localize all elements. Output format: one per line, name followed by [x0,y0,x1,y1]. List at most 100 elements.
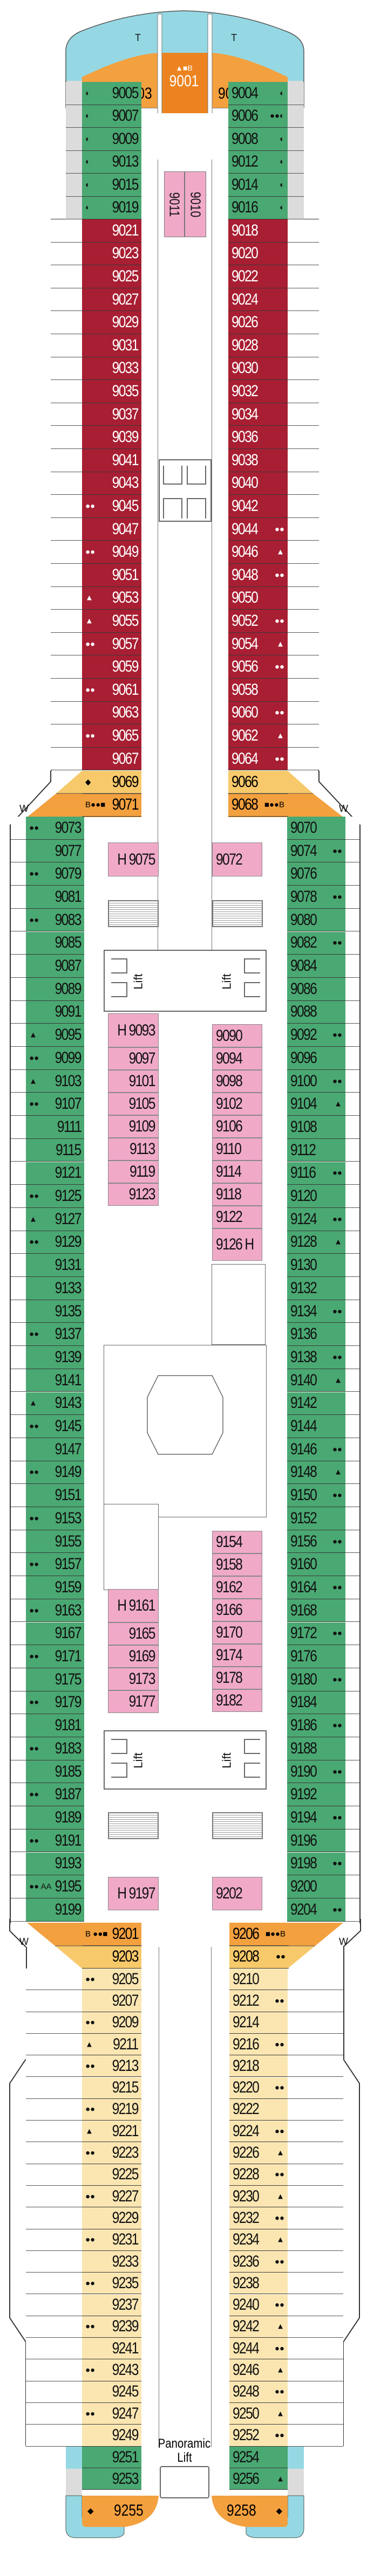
cabin-9223[interactable]: 9223●● [82,2142,141,2164]
cabin-9180[interactable]: 9180●● [287,1668,345,1691]
cabin-9133[interactable]: 9133 [26,1277,84,1300]
cabin-9062[interactable]: 9062▲ [228,724,288,748]
cabin-9058[interactable]: 9058 [228,679,288,702]
cabin-9199[interactable]: 9199 [26,1898,84,1922]
cabin-9040[interactable]: 9040 [228,472,288,495]
cabin-9185[interactable]: 9185 [26,1760,84,1784]
cabin-9152[interactable]: 9152 [287,1507,345,1530]
cabin-9144[interactable]: 9144 [287,1415,345,1438]
cabin-9227[interactable]: 9227●● [82,2186,141,2208]
cabin-9136[interactable]: 9136 [287,1323,345,1346]
cabin-9025[interactable]: 9025 [82,265,141,288]
cabin-9053[interactable]: 9053▲ [82,586,141,610]
cabin-9188[interactable]: 9188 [287,1737,345,1760]
cabin-9242[interactable]: 9242▲ [229,2316,288,2338]
cabin-9111[interactable]: 9111 [26,1116,84,1139]
cabin-9073[interactable]: 9073●● [26,817,84,840]
cabin-9238[interactable]: 9238 [229,2273,288,2295]
cabin-9024[interactable]: 9024 [228,288,288,312]
cabin-9027[interactable]: 9027 [82,288,141,312]
cabin-9118[interactable]: 9118 [212,1183,262,1206]
cabin-9170[interactable]: 9170 [212,1621,262,1644]
cabin-9082[interactable]: 9082●● [287,931,345,955]
cabin-9194[interactable]: 9194●● [287,1806,345,1829]
cabin-9107[interactable]: 9107●● [26,1093,84,1116]
cabin-9110[interactable]: 9110 [212,1138,262,1161]
cabin-9160[interactable]: 9160 [287,1553,345,1577]
cabin-9208[interactable]: 9208●● [229,1946,289,1969]
cabin-9083[interactable]: 9083●● [26,908,84,932]
cabin-9235[interactable]: 9235●● [82,2273,141,2295]
cabin-9075[interactable]: H 9075 [108,842,159,876]
cabin-9221[interactable]: 9221▲ [82,2121,141,2143]
cabin-9104[interactable]: 9104▲ [287,1093,345,1116]
cabin-9137[interactable]: 9137●● [26,1323,84,1346]
cabin-9023[interactable]: 9023 [82,242,141,266]
cabin-9196[interactable]: 9196 [287,1829,345,1853]
cabin-9143[interactable]: 9143▲ [26,1392,84,1415]
cabin-9122[interactable]: 9122 [212,1206,262,1228]
cabin-9158[interactable]: 9158 [212,1553,262,1576]
cabin-9206[interactable]: 9206■●●B [229,1923,289,1946]
cabin-9141[interactable]: 9141 [26,1369,84,1392]
cabin-9228[interactable]: 9228●● [229,2164,288,2186]
cabin-9005[interactable]: 9005◐ [82,82,141,105]
cabin-9186[interactable]: 9186●● [287,1714,345,1737]
cabin-9106[interactable]: 9106 [212,1115,262,1138]
cabin-9039[interactable]: 9039 [82,426,141,449]
cabin-9049[interactable]: 9049●● [82,541,141,564]
panoramic-lift[interactable] [160,2466,209,2498]
cabin-9074[interactable]: 9074●● [287,839,345,863]
cabin-9007[interactable]: 9007◐ [82,105,141,128]
cabin-9179[interactable]: 9179●● [26,1691,84,1715]
cabin-9047[interactable]: 9047 [82,517,141,541]
cabin-9192[interactable]: 9192 [287,1783,345,1807]
cabin-9056[interactable]: 9056●● [228,655,288,679]
cabin-9120[interactable]: 9120 [287,1185,345,1208]
cabin-9032[interactable]: 9032 [228,380,288,403]
cabin-9063[interactable]: 9063 [82,701,141,725]
cabin-9256[interactable]: 9256▲ [229,2468,288,2490]
cabin-9173[interactable]: 9173 [108,1668,159,1690]
cabin-9230[interactable]: 9230▲ [229,2186,288,2208]
cabin-9195[interactable]: 9195●● AA [26,1875,84,1898]
cabin-9156[interactable]: 9156●● [287,1530,345,1553]
cabin-9181[interactable]: 9181 [26,1714,84,1737]
cabin-9054[interactable]: 9054▲ [228,632,288,656]
cabin-9222[interactable]: 9222 [229,2098,288,2121]
cabin-9135[interactable]: 9135 [26,1300,84,1323]
cabin-9166[interactable]: 9166 [212,1599,262,1621]
cabin-9126[interactable]: 9126 H [212,1228,262,1261]
cabin-9029[interactable]: 9029 [82,311,141,334]
cabin-9114[interactable]: 9114 [212,1161,262,1183]
cabin-9014[interactable]: 9014◐ [228,174,288,197]
cabin-9147[interactable]: 9147 [26,1438,84,1461]
cabin-9030[interactable]: 9030 [228,357,288,381]
cabin-9116[interactable]: 9116●● [287,1162,345,1185]
cabin-9165[interactable]: 9165 [108,1622,159,1645]
cabin-9051[interactable]: 9051 [82,564,141,587]
cabin-9248[interactable]: 9248●● [229,2381,288,2403]
cabin-9077[interactable]: 9077 [26,839,84,863]
cabin-9105[interactable]: 9105 [108,1093,159,1115]
cabin-9171[interactable]: 9171●● [26,1645,84,1668]
cabin-9149[interactable]: 9149●● [26,1461,84,1484]
cabin-9006[interactable]: 9006●●◐ [228,105,288,128]
cabin-9066[interactable]: 9066 [228,771,288,794]
cabin-9168[interactable]: 9168 [287,1599,345,1622]
cabin-9099[interactable]: 9099●● [26,1047,84,1070]
cabin-9212[interactable]: 9212●● [229,1990,288,2012]
cabin-9197[interactable]: H 9197 [108,1877,159,1910]
cabin-9068[interactable]: 9068■●●B [228,794,288,817]
cabin-9153[interactable]: 9153●● [26,1507,84,1530]
cabin-9202[interactable]: 9202 [212,1877,262,1910]
cabin-9012[interactable]: 9012◐ [228,150,288,174]
cabin-9084[interactable]: 9084 [287,955,345,978]
cabin-9009[interactable]: 9009◐ [82,128,141,151]
cabin-9121[interactable]: 9121 [26,1162,84,1185]
cabin-9214[interactable]: 9214 [229,2012,288,2034]
cabin-9203[interactable]: 9203 [82,1946,141,1969]
cabin-9042[interactable]: 9042 [228,495,288,518]
cabin-9182[interactable]: 9182 [212,1689,262,1712]
